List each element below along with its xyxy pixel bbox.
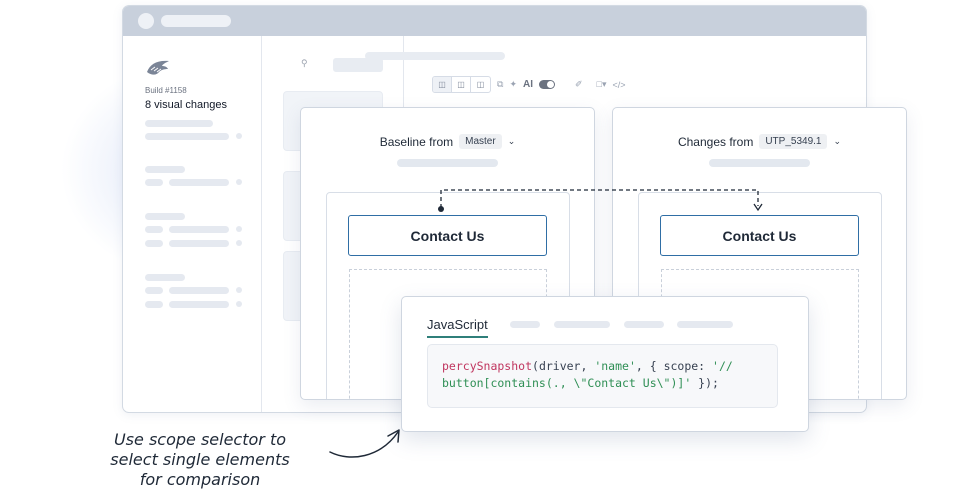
sidebar-skeleton [145,213,185,220]
code-scope-key: , { scope: [635,359,713,373]
code-block[interactable]: percySnapshot(driver, 'name', { scope: '… [427,344,778,408]
sidebar-skeleton [145,133,229,140]
code-end: }); [691,376,719,390]
sidebar-skeleton [145,166,185,173]
changes-header: Changes from UTP_5349.1 ⌄ [613,134,906,149]
sidebar-skeleton [169,179,229,186]
code-string-name: 'name' [594,359,636,373]
code-string-scope: '// [712,359,733,373]
brush-icon[interactable]: ✐ [574,79,583,89]
sidebar-skeleton[interactable] [145,240,163,247]
sidebar: Build #1158 8 visual changes [123,36,262,412]
sidebar-skeleton[interactable] [145,301,163,308]
changes-branch-tag[interactable]: UTP_5349.1 [759,134,828,149]
annotation-text: Use scope selector to select single elem… [100,430,300,490]
changes-subtitle-placeholder [709,159,810,167]
sidebar-skeleton[interactable] [145,226,163,233]
overlay-view-icon[interactable]: ◫ [476,80,485,89]
percy-logo-icon [147,60,169,75]
sidebar-skeleton-dot [236,301,242,307]
sidebar-skeleton[interactable] [145,287,163,294]
window-dot [138,13,154,29]
layers-icon[interactable]: ⧉ [497,79,504,89]
tab-placeholder[interactable] [624,321,664,328]
code-string-scope: button[contains(., \"Contact Us\")]' [442,376,692,390]
baseline-subtitle-placeholder [397,159,498,167]
sidebar-skeleton [169,287,229,294]
sidebar-skeleton-dot [236,240,242,246]
visual-changes-count: 8 visual changes [145,99,227,111]
sidebar-skeleton [169,226,229,233]
tab-placeholder[interactable] [554,321,610,328]
sparkle-icon: ✦ [509,79,517,89]
sidebar-skeleton-dot [236,287,242,293]
export-icon[interactable]: □▾ [596,79,607,89]
changes-label: Changes from [677,134,754,149]
annotation-line: Use scope selector to [113,430,287,449]
sidebar-skeleton [145,274,185,281]
baseline-label: Baseline from [379,134,454,149]
split-view-icon[interactable]: ◫ [452,77,471,92]
contact-us-button[interactable]: Contact Us [660,215,859,256]
changes-snapshot-frame: Contact Us [638,192,882,399]
chevron-down-icon[interactable]: ⌄ [833,136,842,146]
filter-pill[interactable] [333,58,383,72]
code-function: percySnapshot [442,359,533,373]
sidebar-skeleton [169,240,229,247]
baseline-snapshot-frame: Contact Us [326,192,570,399]
sidebar-skeleton-dot [236,133,242,139]
baseline-header: Baseline from Master ⌄ [301,134,594,149]
annotation-line: for comparison [139,470,261,489]
sidebar-skeleton[interactable] [145,179,163,186]
build-number: Build #1158 [145,86,187,95]
search-icon[interactable]: ⚲ [301,58,308,68]
tab-javascript[interactable]: JavaScript [427,317,488,338]
window-titlebar [123,6,866,36]
view-mode-group: ◫ ◫ ◫ [432,76,491,93]
code-icon[interactable]: </> [612,79,626,90]
view-toolbar: ◫ ◫ ◫ ⧉ ✦ AI ✐ □▾ </> [432,76,626,93]
chevron-down-icon[interactable]: ⌄ [507,136,516,146]
single-view-icon[interactable]: ◫ [433,77,452,92]
code-args: (driver, [532,359,595,373]
tab-placeholder[interactable] [677,321,733,328]
contact-us-button[interactable]: Contact Us [348,215,547,256]
annotation-line: select single elements [110,450,290,469]
baseline-branch-tag[interactable]: Master [459,134,502,149]
sidebar-skeleton-dot [236,226,242,232]
ai-label: AI [522,79,533,90]
ai-toggle[interactable] [538,80,555,89]
sidebar-skeleton [169,301,229,308]
tab-placeholder[interactable] [510,321,540,328]
toolbar-title-placeholder [365,52,505,60]
window-title-placeholder [161,15,231,27]
sidebar-skeleton-dot [236,179,242,185]
sidebar-skeleton [145,120,213,127]
code-snippet-card: JavaScript percySnapshot(driver, 'name',… [401,296,809,432]
